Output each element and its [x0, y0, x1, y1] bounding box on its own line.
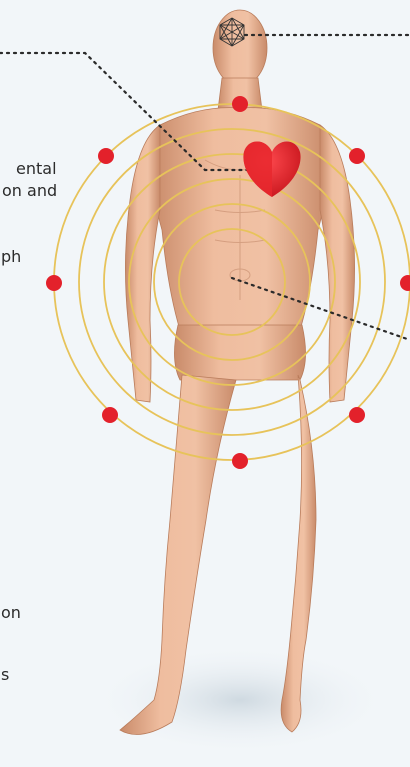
energy-point [98, 148, 114, 164]
text-fragment: s [1, 664, 9, 686]
floor-shadow [90, 645, 390, 755]
human-figure [120, 10, 355, 735]
text-fragment: on and [2, 180, 57, 202]
text-fragment: on [1, 602, 21, 624]
energy-point [400, 275, 410, 291]
energy-point [349, 148, 365, 164]
energy-point [349, 407, 365, 423]
energy-point [46, 275, 62, 291]
energy-point [102, 407, 118, 423]
energy-point [232, 96, 248, 112]
text-fragment: ental [16, 158, 57, 180]
energy-point [232, 453, 248, 469]
text-fragment: ph [1, 246, 21, 268]
